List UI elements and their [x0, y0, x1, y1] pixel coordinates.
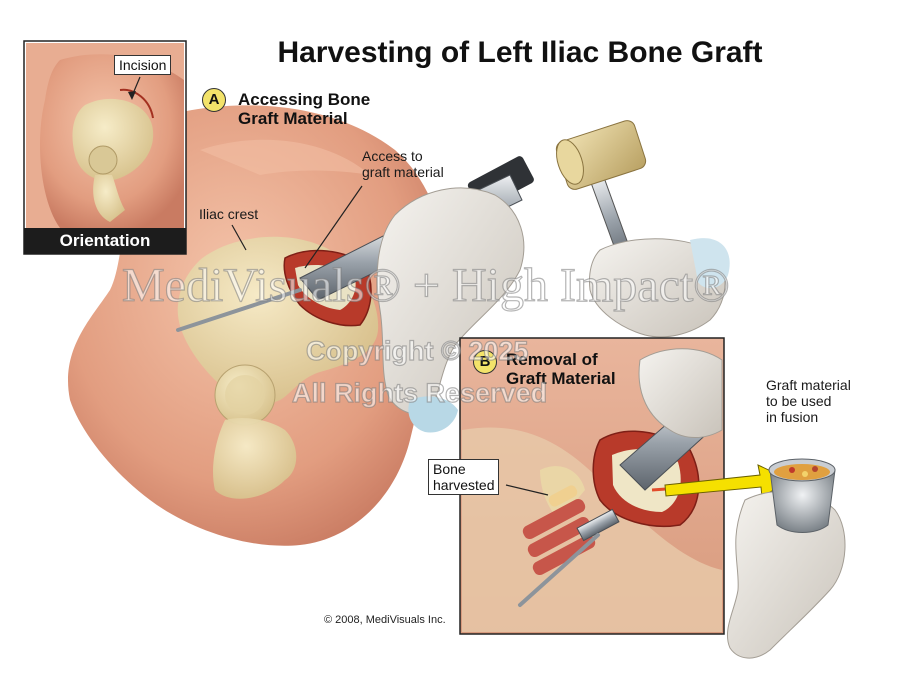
iliac-crest-label: Iliac crest	[199, 206, 259, 222]
graft-use-line1: Graft material	[766, 377, 851, 393]
bone-harvested-line2: harvested	[433, 477, 495, 493]
graft-use-line3: in fusion	[766, 409, 819, 425]
bone-harvested-label: Bone harvested	[428, 459, 500, 495]
gloved-hand-a	[376, 187, 525, 415]
orientation-label: Orientation	[24, 228, 186, 254]
harvested-bone-strips	[522, 485, 596, 576]
step-a-title-line1: Accessing Bone	[238, 90, 371, 109]
gloved-hand-mallet	[589, 238, 726, 338]
orientation-inset	[23, 40, 187, 255]
step-a-marker: A	[202, 88, 226, 112]
incision-label: Incision	[114, 55, 172, 75]
watermark-rights: All Rights Reserved	[291, 377, 548, 408]
step-a-title-line2: Graft Material	[238, 109, 348, 128]
mallet-illustration	[555, 120, 647, 266]
graft-use-line2: to be used	[766, 393, 832, 409]
gloved-hand-cup	[726, 490, 846, 659]
step-b-title-line2: Graft Material	[506, 369, 616, 388]
graft-use-label: Graft material to be used in fusion	[766, 377, 851, 425]
step-b-title: Removal of Graft Material	[506, 350, 616, 388]
access-label-line2: graft material	[362, 164, 444, 180]
retractor-rake-b	[518, 508, 620, 607]
leader-bone-harvested	[505, 484, 549, 496]
watermark-copyright: Copyright © 2025	[305, 335, 529, 366]
step-b-title-line1: Removal of	[506, 350, 598, 369]
gloved-hand-b	[638, 348, 723, 438]
femur-bone	[213, 418, 297, 499]
credit-line: © 2008, MediVisuals Inc.	[324, 614, 446, 626]
retractor-rod-a	[176, 288, 302, 332]
watermark-brand: MediVisuals® + High Impact®	[121, 258, 730, 312]
step-b-marker: B	[473, 350, 497, 374]
access-label: Access to graft material	[362, 148, 444, 180]
diagram-title: Harvesting of Left Iliac Bone Graft	[277, 36, 763, 69]
access-label-line1: Access to	[362, 148, 423, 164]
leader-iliac-crest	[231, 224, 247, 251]
bone-harvested-line1: Bone	[433, 461, 466, 477]
step-a-title: Accessing Bone Graft Material	[238, 90, 370, 128]
leader-access	[304, 185, 363, 269]
graft-cup	[768, 458, 836, 533]
